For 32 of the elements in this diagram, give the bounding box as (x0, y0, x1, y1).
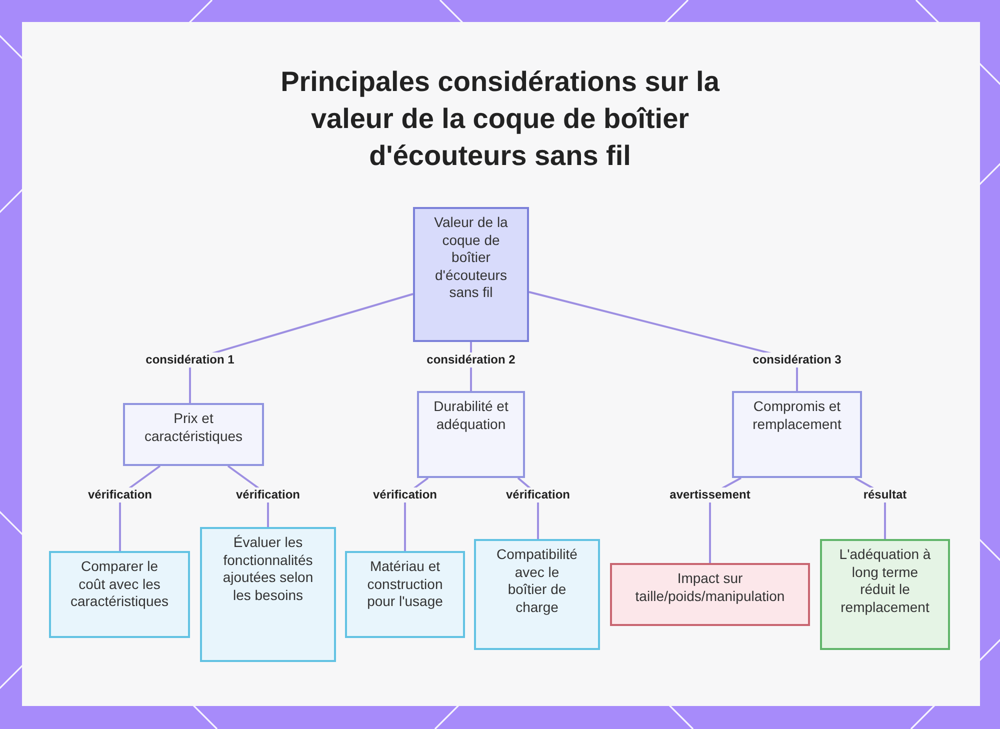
node-text: Prix et caractéristiques (143, 410, 244, 445)
node-text: Compatibilité avec le boîtier de charge (496, 546, 578, 616)
edge-label: vérification (504, 488, 572, 502)
edge-label: vérification (234, 488, 302, 502)
edge-label: considération 2 (424, 352, 518, 368)
detail-box (49, 551, 190, 638)
edge-label: vérification (86, 488, 154, 502)
node-text: Compromis et remplacement (752, 398, 842, 433)
detail-box (345, 551, 465, 638)
category-box (417, 391, 525, 478)
edge-label: considération 3 (750, 352, 844, 368)
category-box (732, 391, 862, 478)
node-text: Durabilité et adéquation (432, 398, 510, 433)
category-box (123, 403, 264, 466)
node-text: Évaluer les fonctionnalités ajoutées selon les besoins (222, 534, 314, 604)
node-text: L'adéquation à long terme réduit le remplacement (838, 546, 932, 616)
diagram-title: Principales considérations sur la valeur de la coque de boîtier d'écouteurs sans fil (280, 65, 721, 173)
node-text: Impact sur taille/poids/manipulation (634, 570, 786, 605)
detail-box (200, 527, 336, 662)
node-text: Valeur de la coque de boîtier d'écouteurs sans fil (433, 214, 509, 302)
edge-label: résultat (861, 488, 909, 502)
connector-line (528, 291, 798, 391)
node-text: Comparer le coût avec les caractéristiques (69, 558, 170, 610)
edge-label: considération 1 (144, 352, 236, 368)
result-box (820, 539, 950, 650)
topic-box (413, 207, 529, 342)
warning-box (610, 563, 810, 626)
edge-label: vérification (370, 488, 440, 502)
node-text: Matériau et construction pour l'usage (366, 558, 444, 610)
detail-box (474, 539, 600, 650)
connector-line (189, 293, 414, 403)
edge-label: avertissement (668, 488, 752, 502)
